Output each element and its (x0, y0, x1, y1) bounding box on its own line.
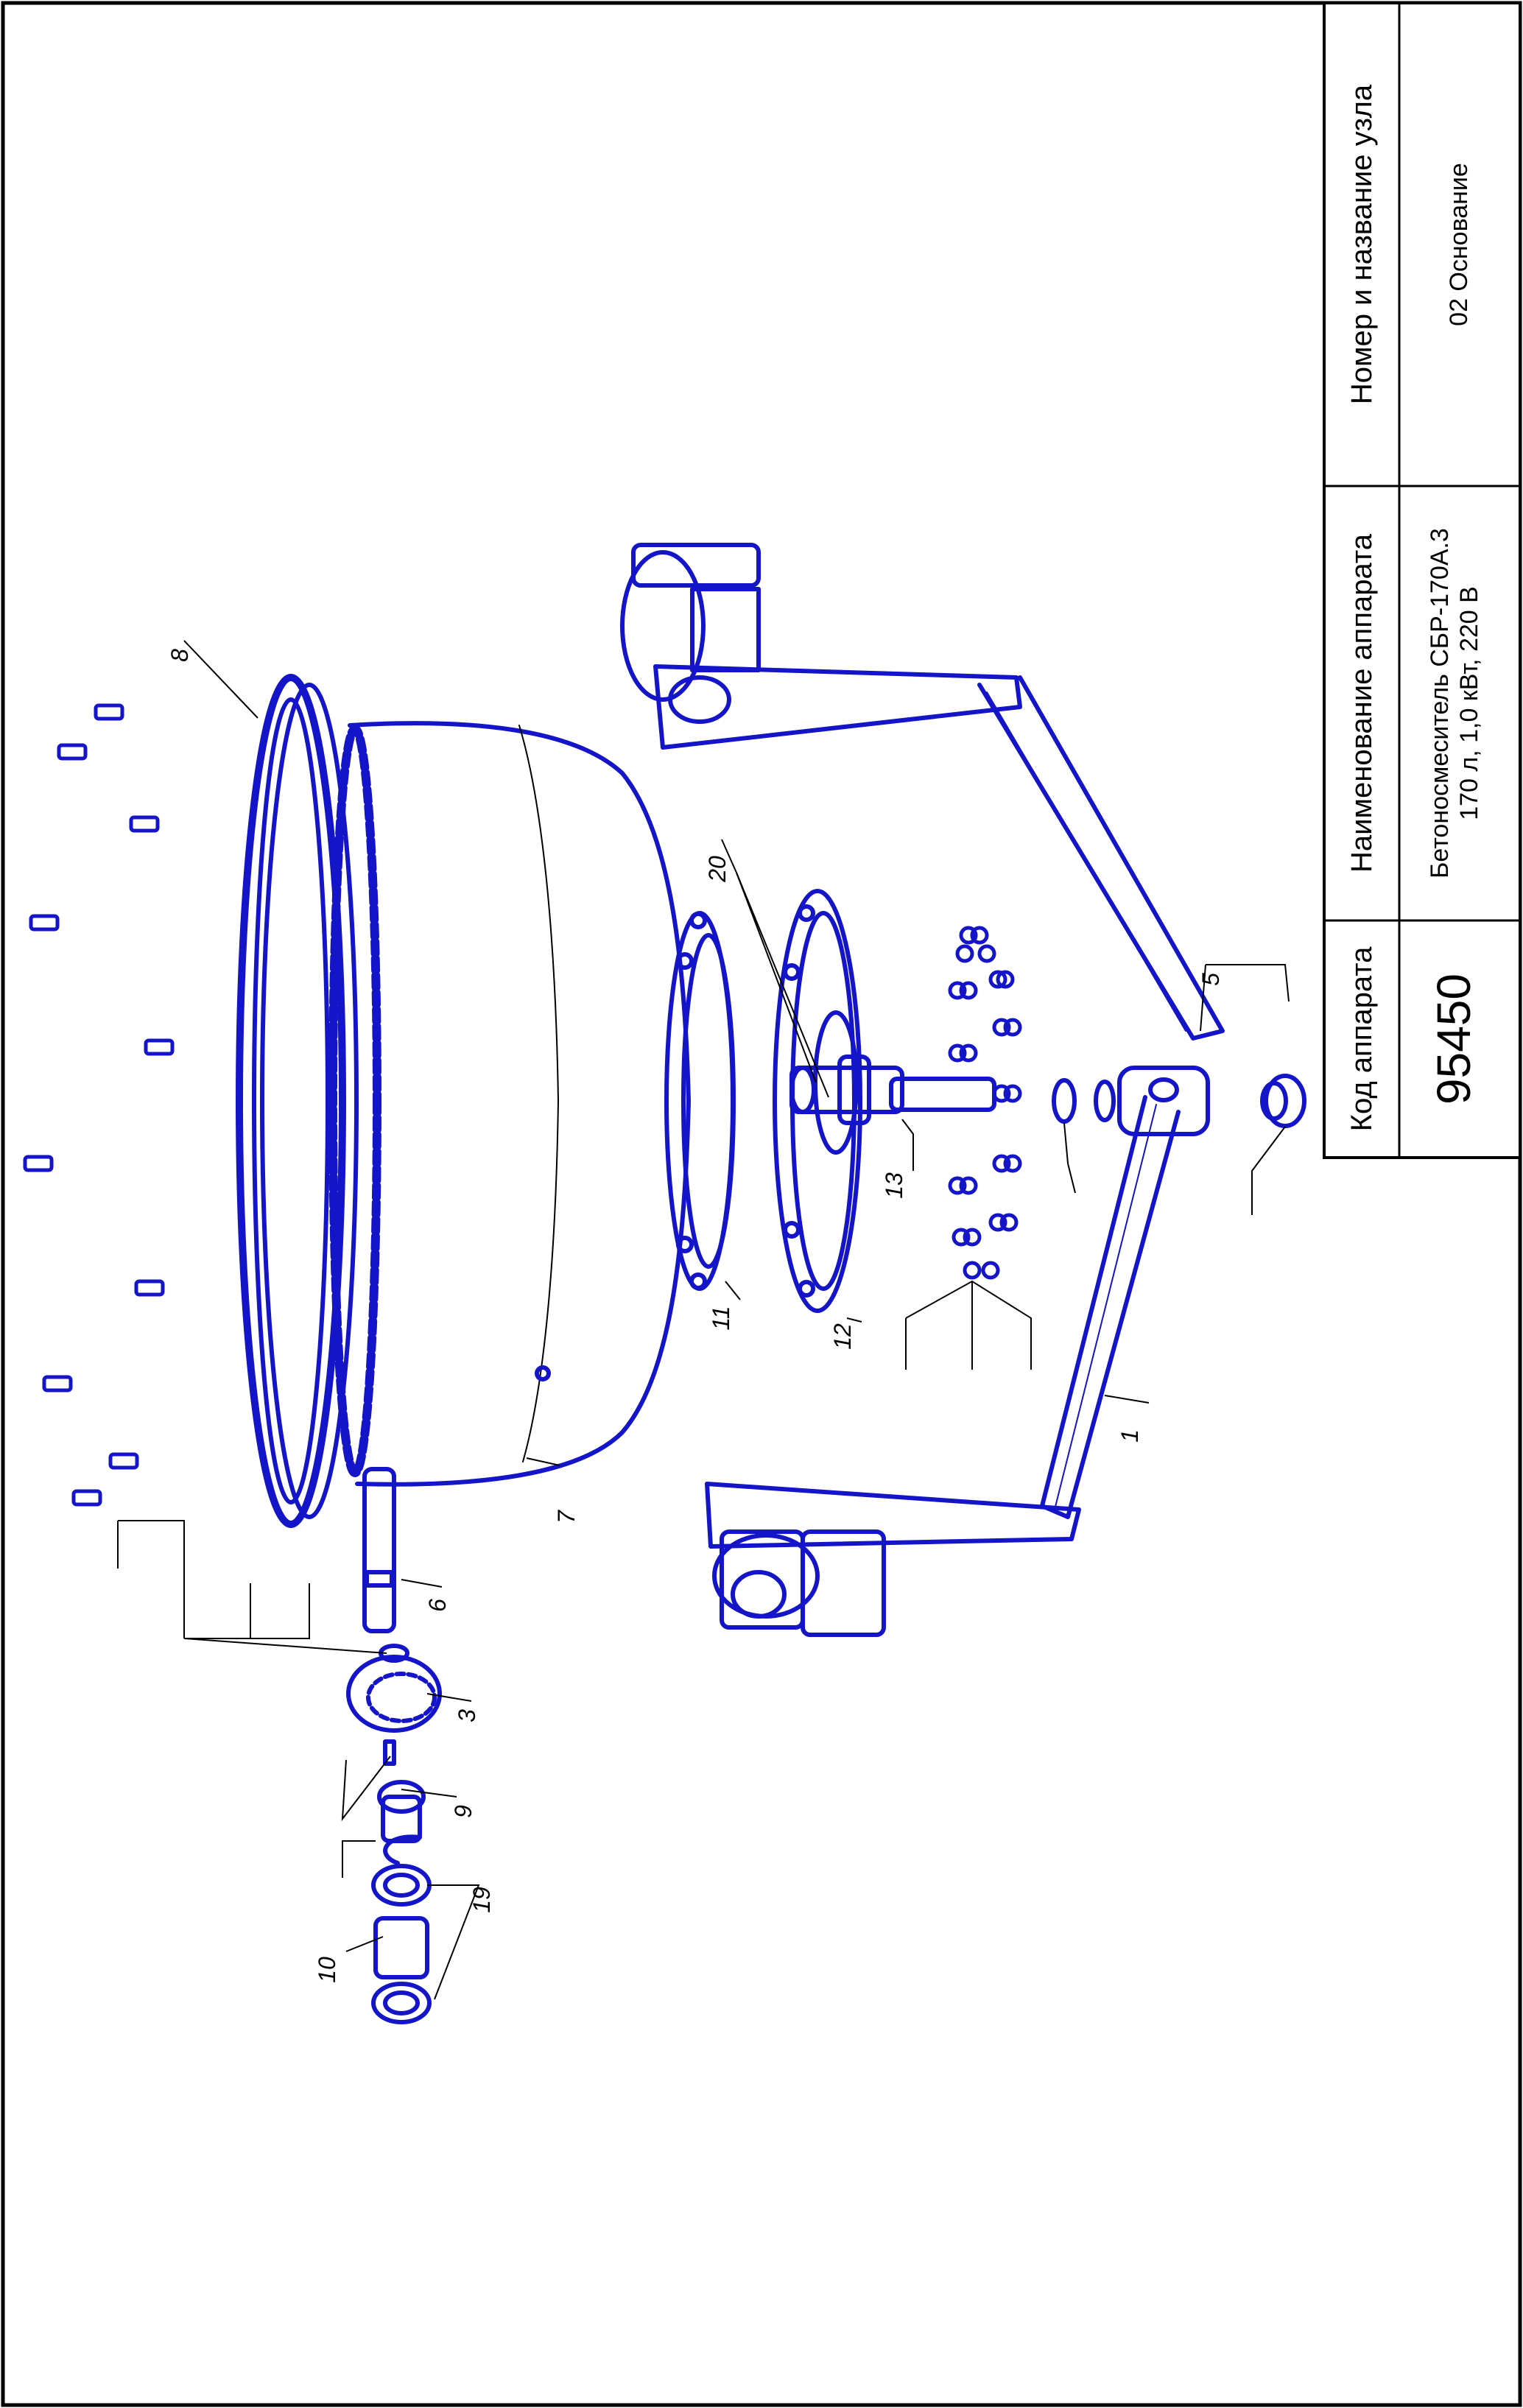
lower-bearing (712, 1529, 886, 1637)
name-value-line2: 170 л, 1,0 кВт, 220 В (1455, 586, 1483, 820)
title-block: Номер и название узла 02 Основание Наиме… (1323, 1, 1522, 1159)
callout-11: 11 (708, 1306, 734, 1330)
callout-5: 5 (1197, 973, 1224, 986)
shaft (789, 1055, 996, 1125)
callout-3: 3 (454, 1709, 480, 1722)
callout-19: 19 (468, 1887, 495, 1913)
callout-1: 1 (1116, 1429, 1143, 1443)
upper-bearing (620, 543, 761, 724)
callout-9: 7 (553, 1510, 580, 1524)
pinion-gear (346, 1644, 442, 1733)
callout-8: 6 (424, 1599, 451, 1612)
code-header: Код аппарата (1346, 946, 1378, 1131)
callout-10: 8 (166, 649, 193, 662)
callout-13: 13 (881, 1172, 907, 1199)
pinion-shaft (362, 1467, 396, 1633)
drum-ring-gear (236, 674, 381, 1528)
pinion-bearings (371, 1739, 432, 2024)
node-value: 02 Основание (1445, 163, 1473, 326)
seal-rings (1052, 1078, 1116, 1124)
callout-20: 20 (704, 856, 731, 883)
callout-12: 12 (829, 1323, 856, 1350)
name-value-line1: Бетоносмеситель СБР-170А.3 (1426, 528, 1454, 879)
drum-bowl (348, 721, 691, 1487)
stand-frame (653, 664, 1225, 1549)
leader-lines (117, 640, 1290, 2000)
bolt-cluster (948, 926, 1022, 1280)
callout-labels: 8 20 11 12 13 5 1 7 6 3 9 19 10 (166, 649, 1224, 1983)
callout-7: 9 (450, 1805, 476, 1818)
name-header: Наименование аппарата (1346, 533, 1378, 873)
nut (1260, 1074, 1306, 1128)
bottom-flange (664, 911, 736, 1291)
code-value: 95450 (1427, 974, 1480, 1105)
callout-6: 10 (314, 1957, 340, 1983)
node-header: Номер и название узла (1346, 84, 1378, 404)
loose-screws (23, 703, 175, 1507)
hub-flange (773, 889, 862, 1313)
